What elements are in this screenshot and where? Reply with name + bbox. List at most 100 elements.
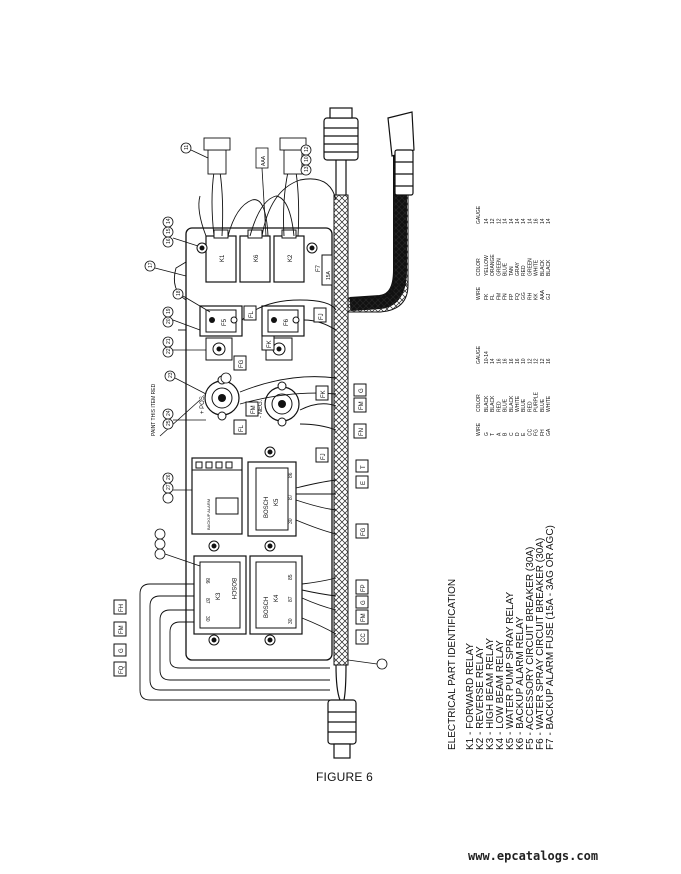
wire-table-cell: GA xyxy=(546,428,552,436)
backup-alarm-text: BACKUP ALARM xyxy=(206,499,211,530)
svg-text:11: 11 xyxy=(184,145,190,150)
relay-k6: K6 xyxy=(239,229,271,283)
wire-table-cell: 10 xyxy=(521,358,527,364)
breaker-f5: F5 xyxy=(199,305,243,337)
wire-table-cell: 16 xyxy=(503,358,509,364)
breaker-f6: F6 xyxy=(261,305,305,337)
wire-tag: FG xyxy=(233,355,247,371)
wire-table-cell: 16 xyxy=(515,358,521,364)
wire-tag: G xyxy=(355,595,369,609)
relay-k6-label: K6 xyxy=(254,254,260,262)
top-harness-connector xyxy=(323,107,359,161)
part-identification-legend: ELECTRICAL PART IDENTIFICATION K1 - FORW… xyxy=(447,525,556,750)
relay-k1: K1 xyxy=(205,229,237,283)
positive-post-label: + POS. xyxy=(200,394,206,414)
wire-table-cell: FH xyxy=(540,429,546,436)
relay-k4-bosch: BOSCH xyxy=(264,597,270,618)
negative-post-label: - NEG. xyxy=(258,399,264,418)
wire-table-cell: FN xyxy=(503,293,509,300)
wire-table-cell: RH xyxy=(527,292,533,300)
relay-k4-label: K4 xyxy=(274,594,280,602)
wire-table-cell: 14 xyxy=(527,218,533,224)
wire-table-cell: FM xyxy=(496,293,502,300)
relay-k3-bosch: BOSCH xyxy=(230,578,236,599)
svg-text:24: 24 xyxy=(166,410,172,416)
svg-text:G: G xyxy=(359,388,365,393)
right-harness-connector xyxy=(387,111,415,196)
relay-k3: BOSCH K3 86 87 30 xyxy=(193,555,247,635)
wire-table-2: WIRE COLOR GAUGE FKYELLOW14FLORANGE12FMG… xyxy=(476,205,552,300)
wire-table-1: WIRE COLOR GAUGE GBLACK10-14TBLACK14ARED… xyxy=(476,345,552,436)
wire-table-cell: 14 xyxy=(509,218,515,224)
wire-tag: T xyxy=(355,459,369,473)
wire-tag: FJ xyxy=(313,307,327,323)
breaker-f5-label: F5 xyxy=(222,318,228,326)
callout: 17 xyxy=(144,260,187,277)
wire-tag: FJ xyxy=(315,447,329,463)
svg-text:FQ: FQ xyxy=(119,665,125,674)
svg-text:22: 22 xyxy=(166,348,172,354)
wire-table-cell: BLACK xyxy=(546,259,552,276)
wire-table-cell: BLACK xyxy=(484,395,490,412)
wire-tag-fh: FH xyxy=(113,599,127,615)
wire-table-cell: GG xyxy=(521,292,527,300)
svg-text:FM: FM xyxy=(359,401,365,410)
wire-table-cell: 12 xyxy=(490,218,496,224)
wire-table-cell: B xyxy=(503,432,509,436)
wire-table-cell: 12 xyxy=(496,218,502,224)
wire-tag: FL xyxy=(243,305,257,321)
svg-text:FL: FL xyxy=(239,424,245,432)
legend-item: K1 - FORWARD RELAY xyxy=(465,643,476,750)
wire-table-cell: 14 xyxy=(540,218,546,224)
legend-item: K2 - REVERSE RELAY xyxy=(475,646,486,750)
relay-k4-pin: 85 xyxy=(288,574,294,580)
callout: 23 xyxy=(164,370,207,395)
panel-screws xyxy=(196,242,318,646)
relay-k3-pin: 30 xyxy=(204,616,210,622)
relay-k3-pin: 86 xyxy=(204,578,210,584)
svg-text:FJ: FJ xyxy=(321,453,327,460)
fuse-f7: 15A F7 xyxy=(316,254,333,286)
wire-tag-fm: FM xyxy=(113,621,127,637)
legend-title: ELECTRICAL PART IDENTIFICATION xyxy=(447,579,458,750)
paint-note: PAINT THIS ITEM RED xyxy=(151,383,201,437)
callout xyxy=(154,528,201,567)
wire-harness xyxy=(333,150,409,701)
wire-table-cell: FQ xyxy=(515,293,521,300)
wire-table-header: WIRE xyxy=(476,286,482,300)
wire-table-cell: D xyxy=(515,432,521,436)
legend-item: K3 - HIGH BEAM RELAY xyxy=(485,638,496,750)
wire-table-cell: RED xyxy=(496,401,502,412)
wire-tag: FM xyxy=(353,397,367,413)
svg-text:CC: CC xyxy=(361,633,367,642)
svg-text:FL: FL xyxy=(249,310,255,318)
wire-table-cell: C xyxy=(509,432,515,436)
wire-table-cell: ORANGE xyxy=(490,254,496,276)
wire-tag: FK xyxy=(261,335,275,351)
wire-table-cell: GREEN xyxy=(496,258,502,276)
wire-tag-g: G xyxy=(113,643,127,657)
right-wire-tags: G FM FN T E FG FP G FM CC FK xyxy=(315,383,369,645)
breaker-f6-label: F6 xyxy=(284,318,290,326)
wire-table-2-rows: FKYELLOW14FLORANGE12FMGREEN12FNBLUE14FPT… xyxy=(484,218,552,300)
svg-text:13: 13 xyxy=(304,166,310,172)
relay-k5-label: K5 xyxy=(274,498,280,506)
svg-text:FG: FG xyxy=(361,527,367,536)
wire-table-cell: BLACK xyxy=(509,395,515,412)
wire-table-cell: KK xyxy=(534,293,540,300)
wire-table-header: GAUGE xyxy=(476,205,482,224)
relay-k5: BOSCH K5 86 87 30 xyxy=(247,461,297,537)
bottom-harness-connector xyxy=(327,699,357,759)
wire-table-cell: WHITE xyxy=(515,395,521,412)
svg-text:20: 20 xyxy=(166,318,172,324)
backup-alarm-module: BACKUP ALARM xyxy=(191,457,243,535)
wire-table-cell: GRAY xyxy=(515,262,521,276)
wire-tag: FP xyxy=(355,579,369,595)
wire-tag: FL xyxy=(233,419,247,435)
wire-table-cell: RED xyxy=(521,265,527,276)
legend-items: K1 - FORWARD RELAY K2 - REVERSE RELAY K3… xyxy=(465,525,556,750)
paint-note-text: PAINT THIS ITEM RED xyxy=(151,383,157,436)
wire-table-cell: 16 xyxy=(546,358,552,364)
legend-item: F6 - WATER SPRAY CIRCUIT BREAKER (30A) xyxy=(535,538,546,750)
